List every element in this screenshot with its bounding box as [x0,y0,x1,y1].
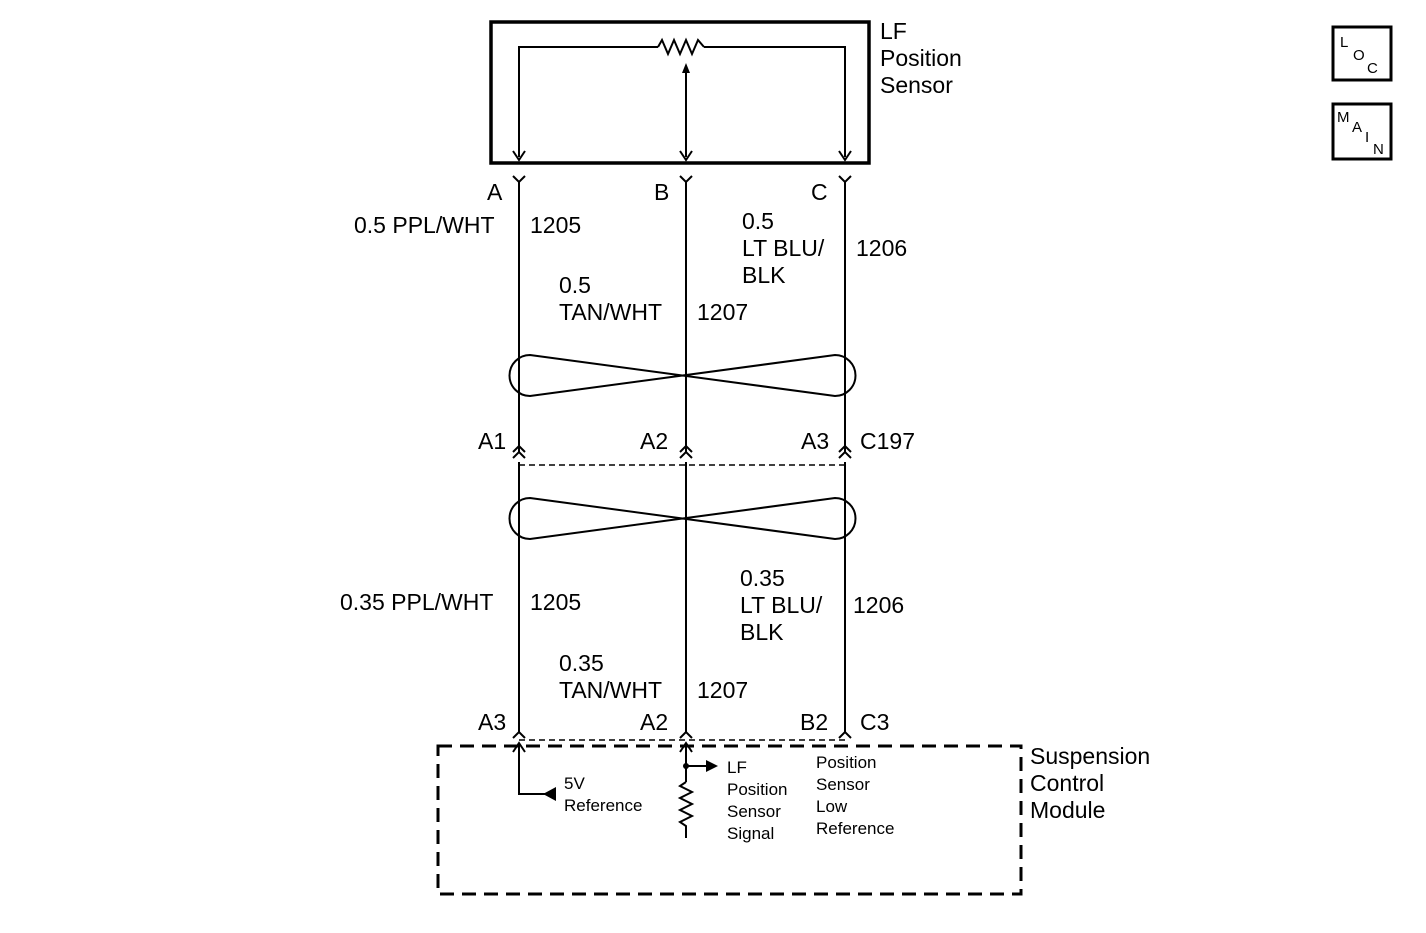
sensor-title-line1: LF [880,18,907,44]
low-ref-label-line2: Sensor [816,775,870,794]
twisted-pair-upper-icon [508,353,857,398]
arrow-down-icon [679,150,693,162]
signal-label-line2: Position [727,780,787,799]
ref-label-line1: 5V [564,774,585,793]
sensor-pin-a: A [487,179,503,205]
c197-pin-a3: A3 [801,428,829,454]
lower-wire-a-circuit: 1205 [530,589,581,615]
main-button-n: N [1373,141,1384,158]
upper-wire-c-spec-1: 0.5 [742,208,774,234]
low-ref-label-line3: Low [816,797,848,816]
terminal-chevron-icon [512,450,526,459]
c197-name: C197 [860,428,915,454]
c197-pin-a2: A2 [640,428,668,454]
sensor-wire-a [518,46,658,157]
module-name-line1: Suspension [1030,743,1150,769]
sensor-title-line3: Sensor [880,72,953,98]
terminal-chevron-icon [838,444,852,453]
lower-wire-b-circuit: 1207 [697,677,748,703]
upper-wire-a-circuit: 1205 [530,212,581,238]
main-button-a: A [1352,119,1362,136]
module-box [436,744,1023,896]
arrow-up-icon [512,741,526,753]
main-button-m: M [1337,109,1350,126]
lower-wire-c-spec-2: LT BLU/ [740,592,823,618]
ref-circuit-line [518,744,545,795]
module-pin-a3: A3 [478,709,506,735]
wiper-arrow-icon [682,63,690,73]
twisted-pair-lower-icon [508,496,857,541]
lower-wire-c-circuit: 1206 [853,592,904,618]
connector-c197 [512,444,852,466]
low-ref-label-line1: Position [816,753,876,772]
arrow-up-icon [679,741,693,753]
signal-label-line1: LF [727,758,747,777]
arrow-down-icon [512,150,526,162]
upper-wire-c-spec-3: BLK [742,262,786,288]
signal-arrow-icon [706,760,718,772]
terminal-chevron-icon [512,175,526,184]
ref-label-line2: Reference [564,796,642,815]
terminal-chevron-icon [838,450,852,459]
sensor-title-line2: Position [880,45,962,71]
module-name-line2: Control [1030,770,1104,796]
sensor-wire-c [704,46,846,157]
terminal-chevron-icon [679,730,693,739]
terminal-chevron-icon [512,730,526,739]
lower-wire-c-spec-1: 0.35 [740,565,785,591]
terminal-chevron-icon [512,444,526,453]
upper-wire-a-spec: 0.5 PPL/WHT [354,212,495,238]
module-pin-a2: A2 [640,709,668,735]
upper-wire-b-spec-2: TAN/WHT [559,299,662,325]
pullup-resistor-icon [677,781,695,838]
lower-wire-b-spec-1: 0.35 [559,650,604,676]
main-button-i: I [1365,129,1369,146]
module-connector-c3 [512,730,852,741]
loc-button-c: C [1367,60,1378,77]
terminal-chevron-icon [838,730,852,739]
module-name-line3: Module [1030,797,1105,823]
sensor-box [489,20,871,165]
lower-wire-b-spec-2: TAN/WHT [559,677,662,703]
c197-pin-a1: A1 [478,428,506,454]
lf-position-sensor: LF Position Sensor [489,18,962,165]
upper-wire-c-spec-2: LT BLU/ [742,235,825,261]
lower-wire-c-spec-3: BLK [740,619,784,645]
ref-arrow-icon [543,787,556,801]
terminal-chevron-icon [838,175,852,184]
potentiometer-icon [657,37,705,57]
terminal-chevron-icon [679,175,693,184]
sensor-pin-b: B [654,179,669,205]
low-ref-label-line4: Reference [816,819,894,838]
module-pin-b2: B2 [800,709,828,735]
sensor-pin-c: C [811,179,828,205]
main-button[interactable]: M A I N [1331,102,1393,161]
module-connector-name: C3 [860,709,889,735]
terminal-chevron-icon [679,450,693,459]
suspension-control-module: Suspension Control Module 5V Reference L… [436,741,1150,896]
sensor-pin-chevrons [512,175,852,184]
upper-wire-c-circuit: 1206 [856,235,907,261]
signal-label-line3: Sensor [727,802,781,821]
loc-button-o: O [1353,47,1365,64]
upper-wire-b-circuit: 1207 [697,299,748,325]
arrow-down-icon [838,150,852,162]
lower-wire-a-spec: 0.35 PPL/WHT [340,589,493,615]
upper-wire-b-spec-1: 0.5 [559,272,591,298]
signal-label-line4: Signal [727,824,774,843]
terminal-chevron-icon [679,444,693,453]
loc-button[interactable]: L O C [1331,25,1393,82]
loc-button-l: L [1340,34,1348,51]
